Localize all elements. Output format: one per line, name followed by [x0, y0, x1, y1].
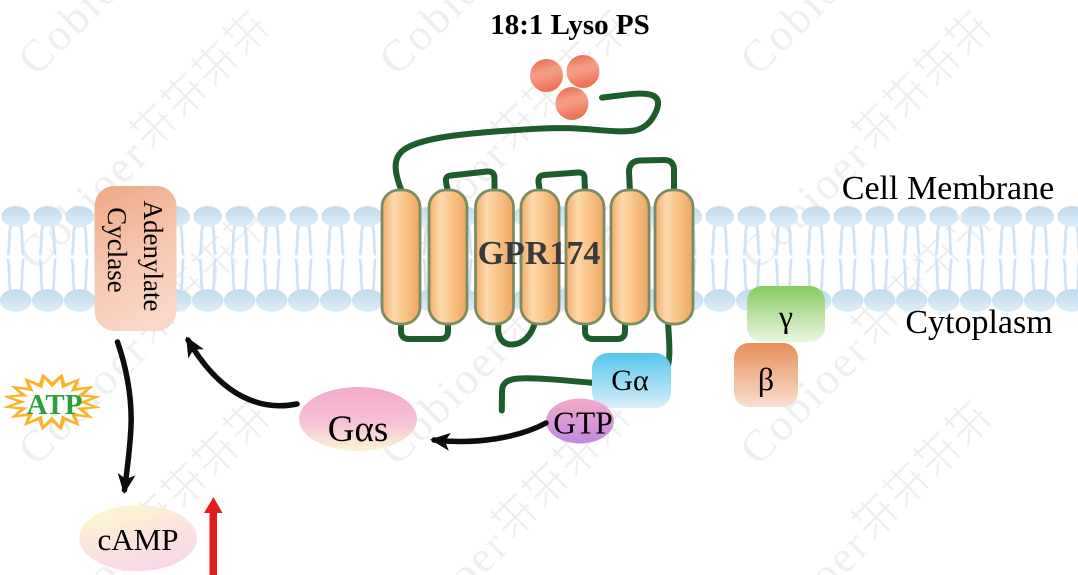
- svg-text:Gαs: Gαs: [328, 409, 389, 450]
- svg-text:β: β: [758, 361, 774, 397]
- svg-text:Cell Membrane: Cell Membrane: [842, 170, 1054, 207]
- svg-text:GPR174: GPR174: [478, 235, 601, 272]
- svg-text:AdenylateCyclase: AdenylateCyclase: [102, 201, 168, 312]
- svg-text:GTP: GTP: [553, 406, 613, 441]
- svg-text:ATP: ATP: [27, 389, 83, 421]
- svg-text:cAMP: cAMP: [98, 522, 179, 557]
- svg-text:Cytoplasm: Cytoplasm: [905, 304, 1052, 341]
- svg-text:Gα: Gα: [611, 364, 649, 397]
- svg-text:18:1 Lyso PS: 18:1 Lyso PS: [490, 9, 650, 41]
- svg-text:γ: γ: [778, 298, 793, 334]
